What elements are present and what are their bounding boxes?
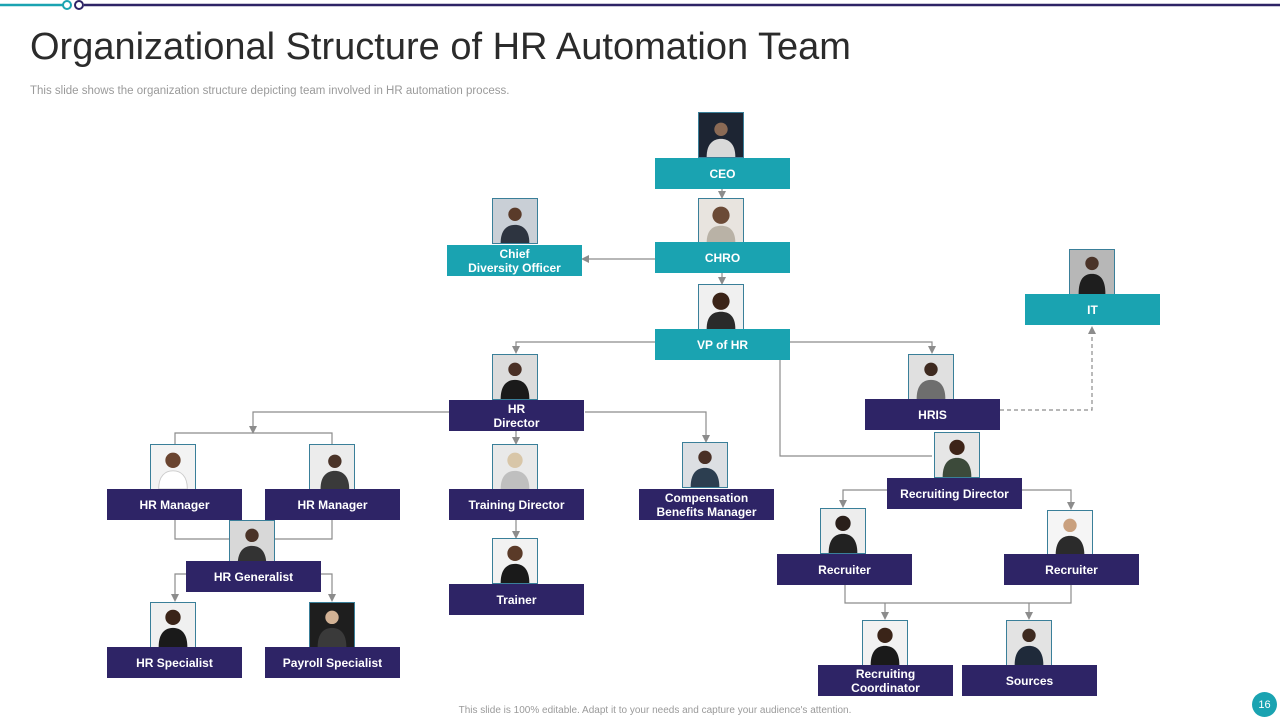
node-vp-hr: VP of HR	[655, 329, 790, 360]
chro-photo	[698, 198, 744, 244]
node-trainer: Trainer	[449, 584, 584, 615]
recruiter-2-photo	[1047, 510, 1093, 556]
node-sources: Sources	[962, 665, 1097, 696]
recruiting-coordinator-photo	[862, 620, 908, 666]
chief-diversity-officer-photo	[492, 198, 538, 244]
node-hr-generalist: HR Generalist	[186, 561, 321, 592]
vp-hr-photo	[698, 284, 744, 330]
page-number-badge: 16	[1252, 692, 1277, 717]
node-chief-diversity-officer: Chief Diversity Officer	[447, 245, 582, 276]
it-photo	[1069, 249, 1115, 295]
page-subtitle: This slide shows the organization struct…	[30, 85, 510, 97]
compensation-benefits-manager-photo	[682, 442, 728, 488]
hr-specialist-photo	[150, 602, 196, 648]
hr-manager-1-photo	[150, 444, 196, 490]
hr-generalist-photo	[229, 520, 275, 566]
node-payroll-specialist: Payroll Specialist	[265, 647, 400, 678]
node-ceo: CEO	[655, 158, 790, 189]
page-title: Organizational Structure of HR Automatio…	[30, 26, 851, 68]
footer-note: This slide is 100% editable. Adapt it to…	[458, 705, 852, 716]
node-it: IT	[1025, 294, 1160, 325]
node-chro: CHRO	[655, 242, 790, 273]
hr-director-photo	[492, 354, 538, 400]
trainer-photo	[492, 538, 538, 584]
node-compensation-benefits-manager: Compensation Benefits Manager	[639, 489, 774, 520]
top-accent-bar	[0, 0, 1280, 10]
ceo-photo	[698, 112, 744, 158]
node-hr-manager-1: HR Manager	[107, 489, 242, 520]
training-director-photo	[492, 444, 538, 490]
node-training-director: Training Director	[449, 489, 584, 520]
node-hr-director: HR Director	[449, 400, 584, 431]
node-hr-specialist: HR Specialist	[107, 647, 242, 678]
node-recruiting-director: Recruiting Director	[887, 478, 1022, 509]
sources-photo	[1006, 620, 1052, 666]
node-hr-manager-2: HR Manager	[265, 489, 400, 520]
node-recruiter-1: Recruiter	[777, 554, 912, 585]
node-recruiting-coordinator: Recruiting Coordinator	[818, 665, 953, 696]
node-recruiter-2: Recruiter	[1004, 554, 1139, 585]
recruiting-director-photo	[934, 432, 980, 478]
recruiter-1-photo	[820, 508, 866, 554]
node-hris: HRIS	[865, 399, 1000, 430]
hris-photo	[908, 354, 954, 400]
payroll-specialist-photo	[309, 602, 355, 648]
hr-manager-2-photo	[309, 444, 355, 490]
